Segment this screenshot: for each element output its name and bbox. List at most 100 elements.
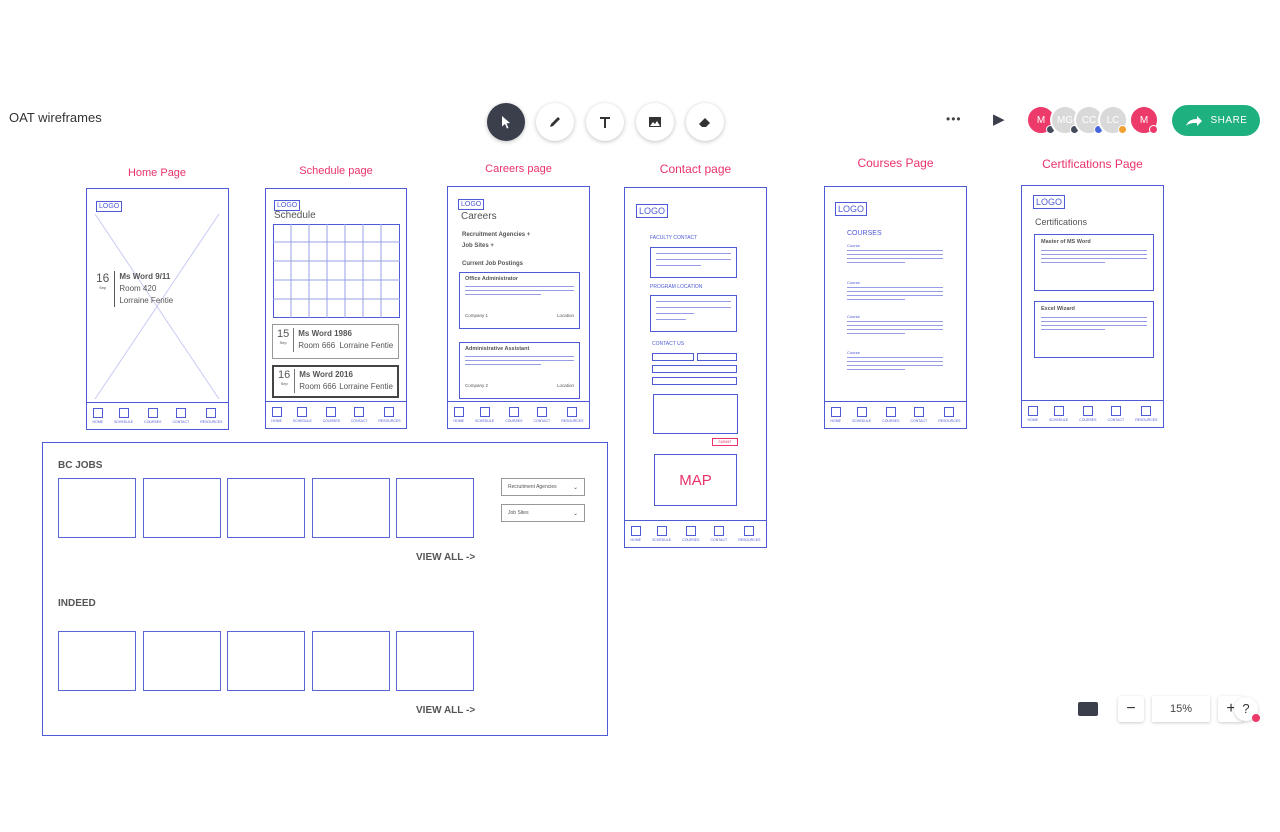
subject-field[interactable] bbox=[652, 377, 737, 385]
avatar[interactable]: M bbox=[1129, 105, 1159, 135]
share-button[interactable]: SHARE bbox=[1172, 105, 1260, 136]
nav-resources[interactable]: RESOURCES bbox=[1135, 406, 1157, 422]
nav-resources[interactable]: RESOURCES bbox=[738, 526, 760, 542]
jobs-panel-wireframe[interactable]: BC JOBS VIEW ALL -> Recruitment Agencies… bbox=[42, 442, 608, 736]
more-options-button[interactable]: ••• bbox=[946, 112, 962, 126]
nav-schedule[interactable]: SCHEDULE bbox=[852, 407, 871, 423]
message-textarea[interactable] bbox=[653, 394, 738, 434]
email-field[interactable] bbox=[697, 353, 737, 361]
phone-field[interactable] bbox=[652, 365, 737, 373]
nav-home[interactable]: HOME bbox=[1028, 406, 1038, 422]
nav-contact[interactable]: CONTACT bbox=[351, 407, 368, 423]
image-tool-button[interactable] bbox=[636, 103, 674, 141]
nav-courses[interactable]: COURSES bbox=[682, 526, 699, 542]
job-tile[interactable] bbox=[58, 631, 136, 691]
nav-schedule[interactable]: SCHEDULE bbox=[1049, 406, 1068, 422]
course-item[interactable]: Course bbox=[847, 243, 943, 263]
job-tile[interactable] bbox=[396, 478, 474, 538]
nav-courses[interactable]: COURSES bbox=[144, 408, 161, 424]
avatar[interactable]: LC bbox=[1098, 105, 1128, 135]
nav-courses[interactable]: COURSES bbox=[323, 407, 340, 423]
cursor-icon bbox=[502, 116, 510, 129]
nav-resources[interactable]: RESOURCES bbox=[938, 407, 960, 423]
help-icon: ? bbox=[1242, 701, 1250, 716]
nav-contact[interactable]: CONTACT bbox=[534, 407, 550, 423]
name-field[interactable] bbox=[652, 353, 694, 361]
contact-us-heading: CONTACT US bbox=[652, 341, 685, 347]
view-all-link[interactable]: VIEW ALL -> bbox=[416, 705, 476, 716]
nav-home[interactable]: HOME bbox=[93, 408, 103, 424]
pencil-tool-button[interactable] bbox=[536, 103, 574, 141]
job-sites-toggle[interactable]: Job Sites + bbox=[462, 243, 494, 249]
nav-home[interactable]: HOME bbox=[830, 407, 841, 423]
present-play-button[interactable]: ▶ bbox=[993, 111, 1005, 128]
nav-courses[interactable]: COURSES bbox=[1079, 406, 1096, 422]
nav-home[interactable]: HOME bbox=[631, 526, 641, 542]
home-icon bbox=[830, 407, 841, 417]
nav-home[interactable]: HOME bbox=[453, 407, 464, 423]
calendar-icon bbox=[656, 526, 667, 536]
help-button[interactable]: ? bbox=[1234, 697, 1260, 722]
cert-card[interactable]: Master of MS Word bbox=[1034, 234, 1154, 291]
nav-schedule[interactable]: SCHEDULE bbox=[475, 407, 494, 423]
entry-person: Lorraine Fentie bbox=[339, 341, 394, 350]
nav-contact[interactable]: CONTACT bbox=[911, 407, 927, 423]
eraser-tool-button[interactable] bbox=[686, 103, 724, 141]
nav-schedule[interactable]: SCHEDULE bbox=[293, 407, 312, 423]
home-wireframe[interactable]: LOGO 16 Sep Ms Word 9/11 Room 420 Lorrai… bbox=[86, 188, 229, 430]
careers-wireframe[interactable]: LOGO Careers Recruitment Agencies + Job … bbox=[447, 186, 590, 429]
text-tool-button[interactable] bbox=[586, 103, 624, 141]
nav-schedule[interactable]: SCHEDULE bbox=[652, 526, 671, 542]
course-item[interactable]: Course bbox=[847, 280, 943, 300]
contact-wireframe[interactable]: LOGO FACULTY CONTACT PROGRAM LOCATION CO… bbox=[624, 187, 767, 548]
course-item[interactable]: Course bbox=[847, 350, 943, 370]
home-icon bbox=[453, 407, 464, 417]
nav-home[interactable]: HOME bbox=[271, 407, 282, 423]
keyboard-icon[interactable] bbox=[1078, 702, 1098, 716]
nav-contact[interactable]: CONTACT bbox=[711, 526, 727, 542]
entry-day: 16 bbox=[278, 369, 291, 381]
nav-resources[interactable]: RESOURCES bbox=[561, 407, 583, 423]
nav-contact[interactable]: CONTACT bbox=[173, 408, 189, 424]
job-tile[interactable] bbox=[58, 478, 136, 538]
nav-schedule[interactable]: SCHEDULE bbox=[114, 408, 133, 424]
nav-resources[interactable]: RESOURCES bbox=[378, 407, 401, 423]
nav-contact[interactable]: CONTACT bbox=[1108, 406, 1124, 422]
zoom-out-button[interactable]: − bbox=[1118, 696, 1144, 722]
nav-courses[interactable]: COURSES bbox=[505, 407, 522, 423]
cert-card[interactable]: Excel Wizard bbox=[1034, 301, 1154, 358]
submit-button[interactable]: SUBMIT bbox=[712, 438, 738, 446]
event-card[interactable]: 16 Sep Ms Word 9/11 Room 420 Lorraine Fe… bbox=[96, 271, 173, 307]
job-tile[interactable] bbox=[227, 478, 305, 538]
select-tool-button[interactable] bbox=[487, 103, 525, 141]
zoom-controls: − 15% + bbox=[1118, 696, 1244, 722]
job-tile[interactable] bbox=[227, 631, 305, 691]
avatar[interactable]: M bbox=[1026, 105, 1056, 135]
course-item[interactable]: Course bbox=[847, 314, 943, 334]
job-tile[interactable] bbox=[312, 478, 390, 538]
job-tile[interactable] bbox=[143, 478, 221, 538]
job-location: Location bbox=[556, 383, 574, 388]
zoom-level[interactable]: 15% bbox=[1152, 696, 1210, 722]
view-all-link[interactable]: VIEW ALL -> bbox=[416, 552, 476, 563]
status-dot bbox=[1118, 125, 1127, 134]
recruitment-agencies-dropdown[interactable]: Recruitment Agencies ⌄ bbox=[501, 478, 585, 496]
calendar-grid[interactable] bbox=[273, 224, 400, 318]
nav-courses[interactable]: COURSES bbox=[882, 407, 899, 423]
job-tile[interactable] bbox=[312, 631, 390, 691]
recruitment-toggle[interactable]: Recruitment Agencies + bbox=[462, 232, 531, 238]
certifications-wireframe[interactable]: LOGO Certifications Master of MS Word Ex… bbox=[1021, 185, 1164, 428]
job-tile[interactable] bbox=[396, 631, 474, 691]
home-icon bbox=[271, 407, 282, 417]
board-title[interactable]: OAT wireframes bbox=[9, 110, 102, 125]
job-tile[interactable] bbox=[143, 631, 221, 691]
nav-resources[interactable]: RESOURCES bbox=[200, 408, 222, 424]
map-placeholder[interactable]: MAP bbox=[654, 454, 737, 506]
job-sites-dropdown[interactable]: Job Sites ⌄ bbox=[501, 504, 585, 522]
courses-wireframe[interactable]: LOGO COURSES Course Course Course Course… bbox=[824, 186, 967, 429]
